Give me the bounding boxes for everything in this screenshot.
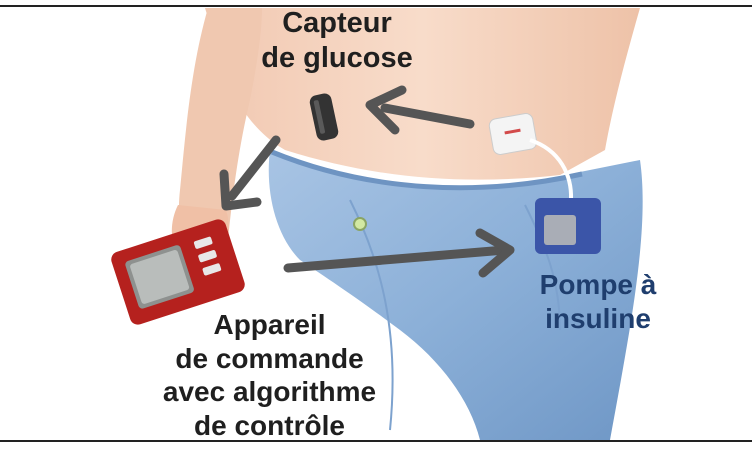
infusion-patch	[488, 112, 538, 155]
label-line: de commande	[132, 342, 407, 376]
label-line: insuline	[508, 302, 688, 336]
label-line: Appareil	[132, 308, 407, 342]
label-line: de glucose	[232, 41, 442, 76]
jeans-button	[354, 218, 366, 230]
bottom-border	[0, 440, 752, 442]
label-glucose-sensor: Capteur de glucose	[232, 6, 442, 76]
label-control-device: Appareil de commande avec algorithme de …	[132, 308, 407, 442]
insulin-pump-screen	[544, 215, 576, 245]
label-line: Pompe à	[508, 268, 688, 302]
label-line: avec algorithme	[132, 375, 407, 409]
label-line: de contrôle	[132, 409, 407, 443]
label-insulin-pump: Pompe à insuline	[508, 268, 688, 335]
label-line: Capteur	[232, 6, 442, 41]
